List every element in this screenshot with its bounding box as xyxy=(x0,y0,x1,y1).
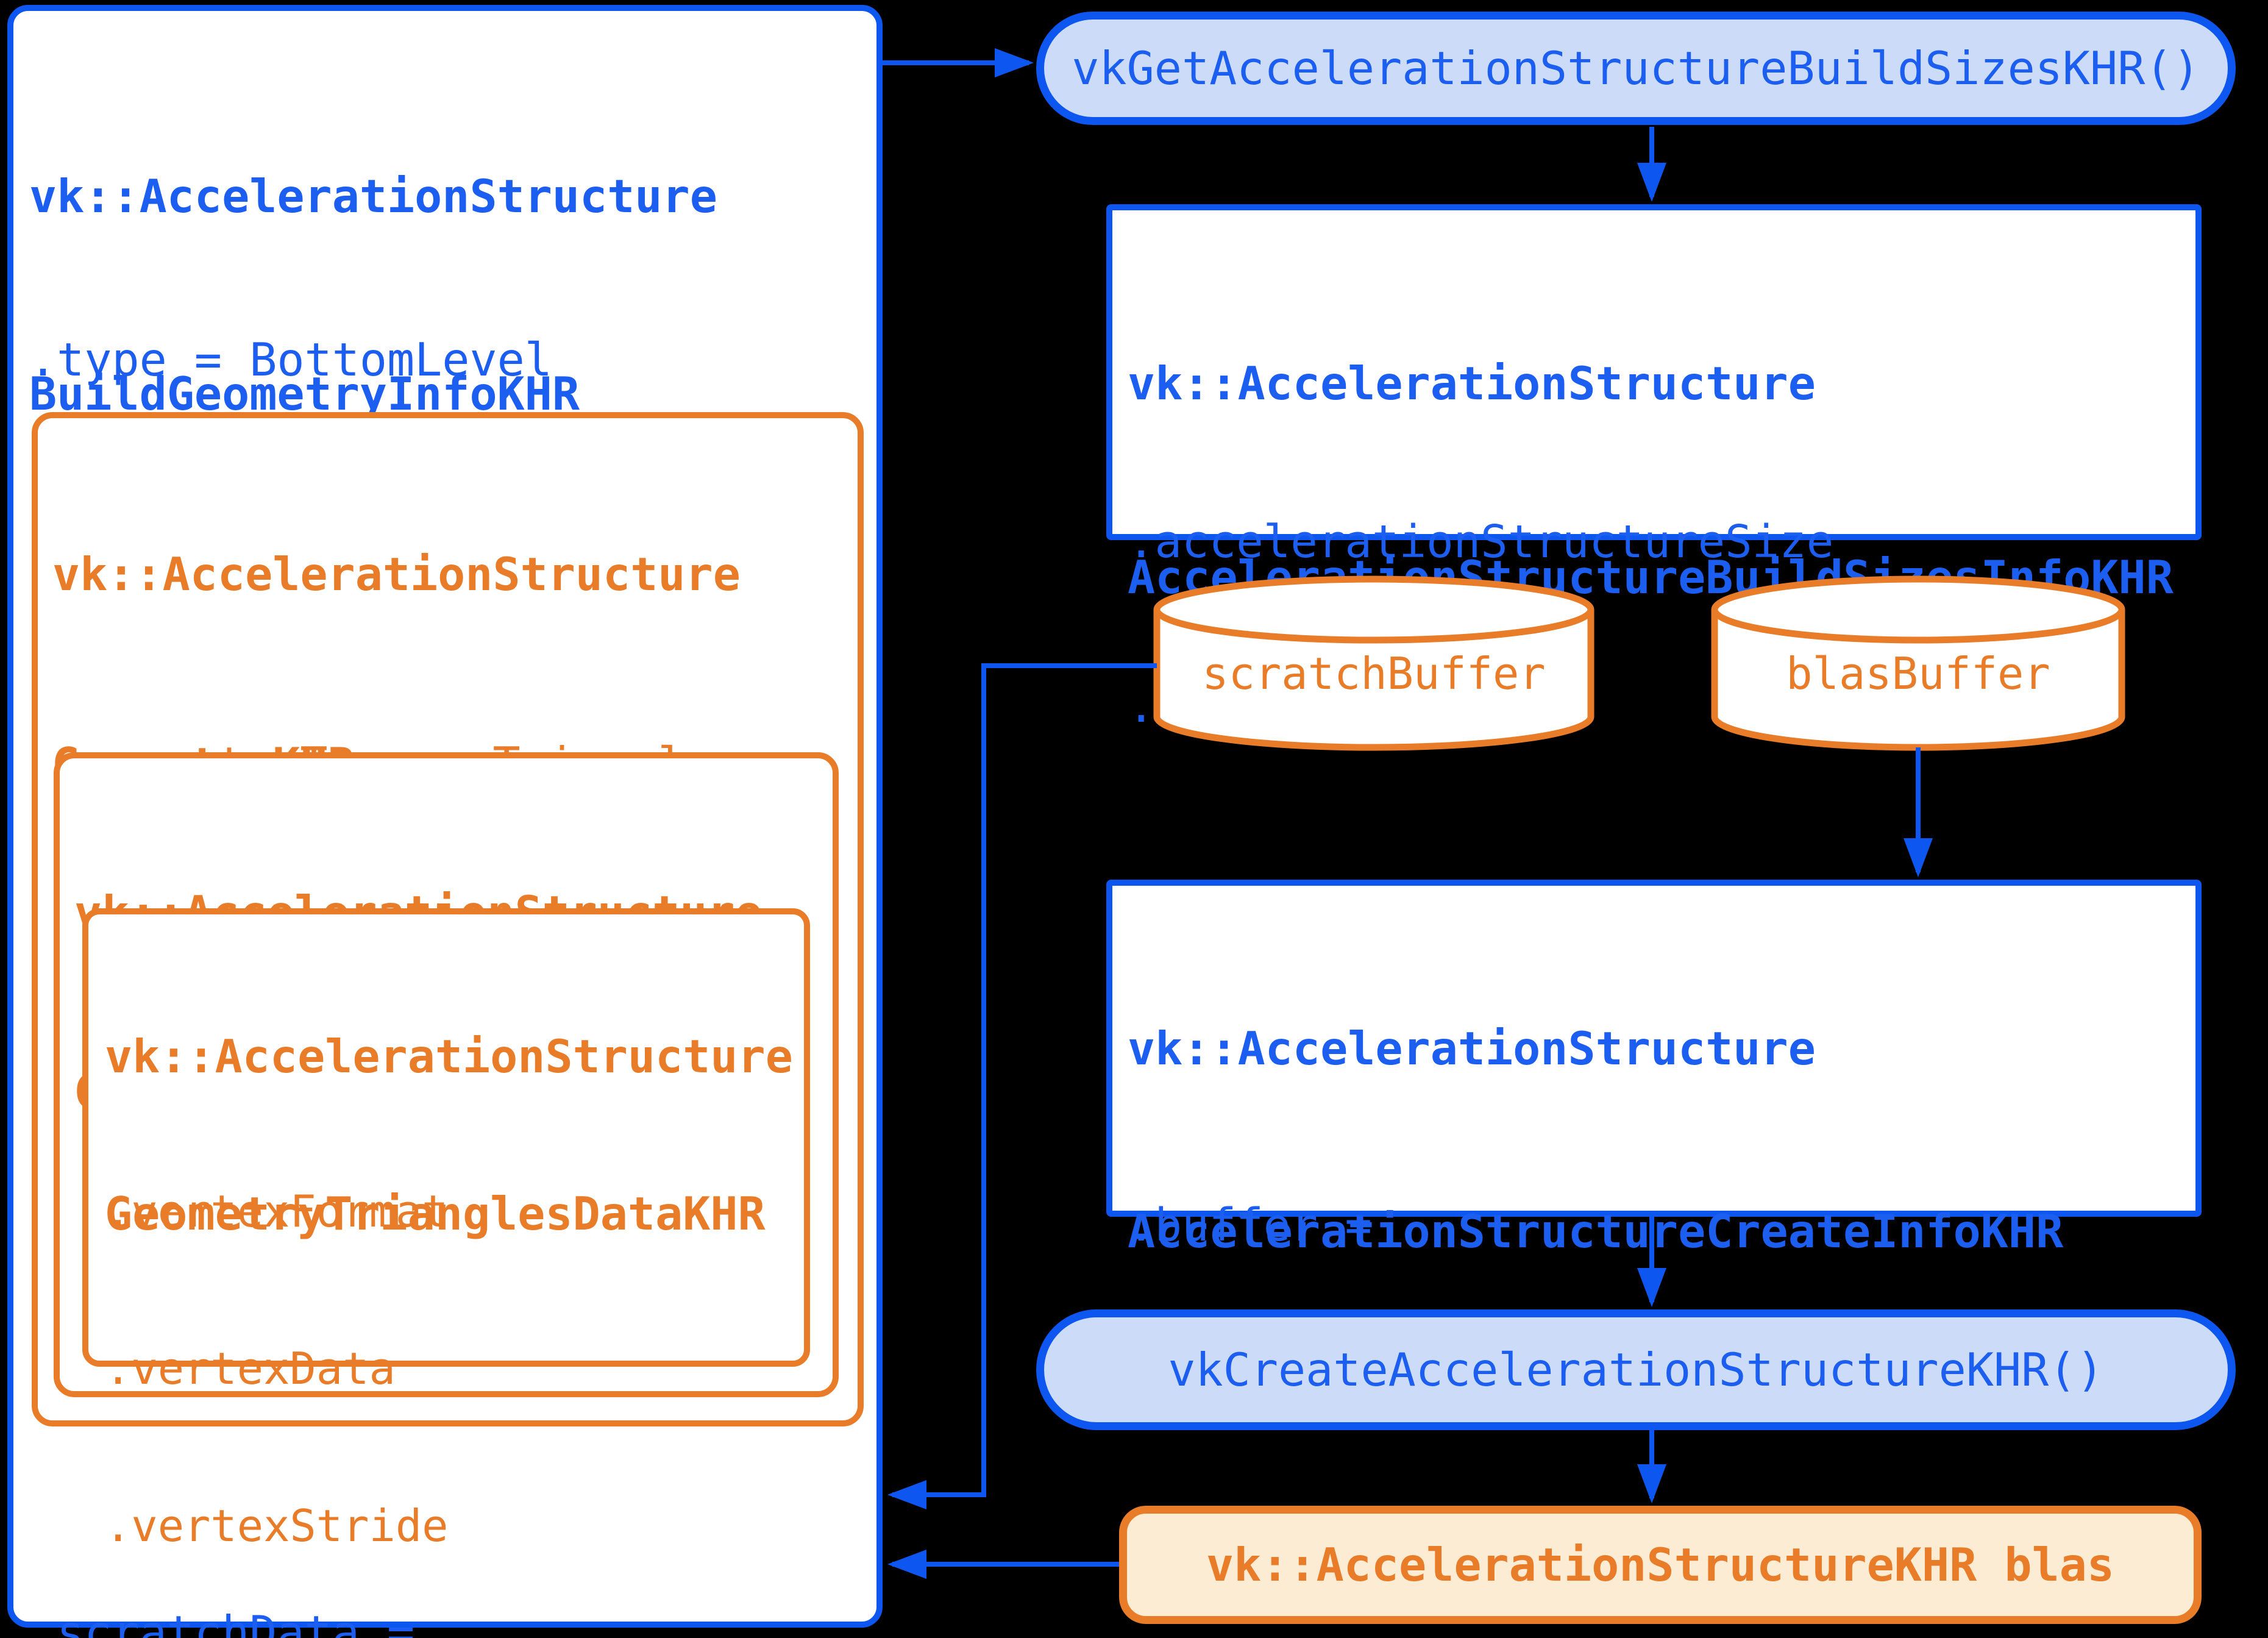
pill-label: vkCreateAccelerationStructureKHR() xyxy=(1168,1343,2104,1397)
vk-create-acceleration-structure-pill: vkCreateAccelerationStructureKHR() xyxy=(1036,1309,2236,1430)
field-line: .vertexData xyxy=(105,1343,396,1394)
build-geometry-info-title: vk::AccelerationStructure BuildGeometryI… xyxy=(29,32,717,558)
geometry-triangles-data-khr-fields: .vertexFormat .vertexData .vertexStride … xyxy=(105,1080,449,1638)
build-sizes-info-box xyxy=(1106,204,2202,540)
title-line: GeometryTrianglesDataKHR xyxy=(105,1187,766,1241)
title-line: vk::AccelerationStructure xyxy=(1128,1022,1816,1075)
field-line: .vertexStride xyxy=(105,1500,449,1551)
field-line: .vertexFormat xyxy=(105,1186,449,1237)
field-line: .accelerationStructureSize xyxy=(1128,516,1834,568)
title-line: vk::AccelerationStructure xyxy=(29,169,717,223)
geometry-triangles-data-khr-title: vk::AccelerationStructure GeometryTriang… xyxy=(105,925,793,1345)
pill-label: vkGetAccelerationStructureBuildSizesKHR(… xyxy=(1072,41,2200,95)
blas-buffer-label: blasBuffer xyxy=(1786,648,2050,699)
title-line: BuildGeometryInfoKHR xyxy=(29,367,580,421)
blas-label: vk::AccelerationStructureKHR blas xyxy=(1206,1538,2115,1592)
title-line: vk::AccelerationStructure xyxy=(105,1030,793,1083)
blas-result-box: vk::AccelerationStructureKHR blas xyxy=(1119,1506,2202,1624)
field-line: .scratchData = xyxy=(29,1606,415,1638)
title-line: vk::AccelerationStructure xyxy=(52,547,741,601)
create-info-title: vk::AccelerationStructure AccelerationSt… xyxy=(1128,896,2063,1384)
build-geometry-info-footer-fields: .scratchData = .dstAccelerationStructure… xyxy=(29,1461,772,1638)
build-sizes-info-fields: .accelerationStructureSize .buildScratch… xyxy=(1128,405,1833,844)
field-line: .buffer = xyxy=(1128,1199,1372,1252)
geometry-triangles-data-khr-box xyxy=(82,908,810,1367)
vk-get-acceleration-structure-build-sizes-pill: vkGetAccelerationStructureBuildSizesKHR(… xyxy=(1036,12,2236,125)
create-info-box xyxy=(1106,880,2202,1217)
title-line: vk::AccelerationStructure xyxy=(1128,357,1816,410)
scratch-buffer-label: scratchBuffer xyxy=(1202,648,1546,699)
title-line: AccelerationStructureCreateInfoKHR xyxy=(1128,1205,2064,1258)
field-line: .type = BottomLevel xyxy=(29,333,552,386)
